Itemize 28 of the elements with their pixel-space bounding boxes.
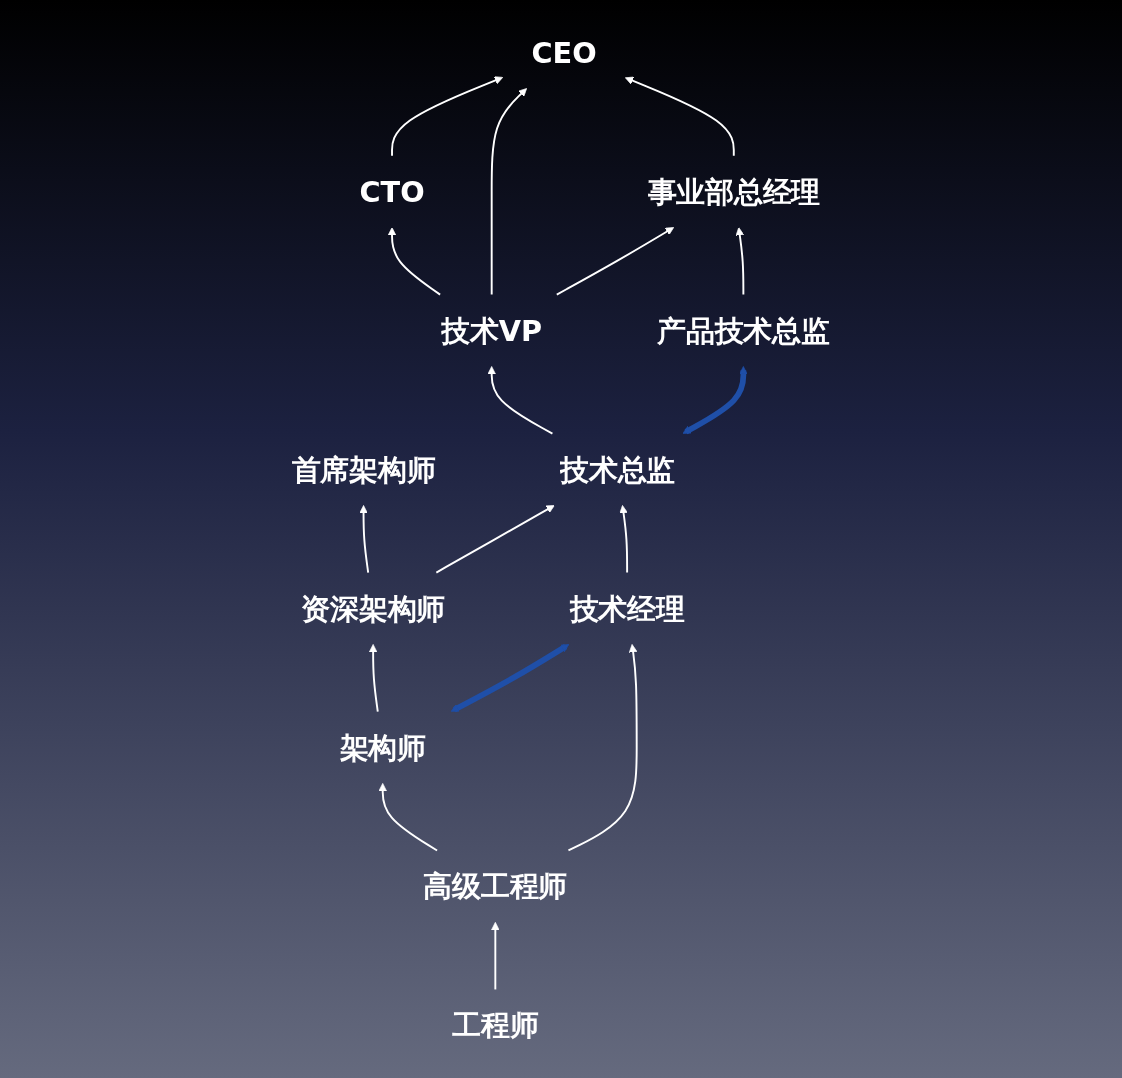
node-text: 工程师 xyxy=(452,1008,539,1043)
arrow xyxy=(378,783,439,852)
arrow xyxy=(619,505,629,574)
node-text: 技术经理 xyxy=(569,591,685,626)
arrow xyxy=(359,505,370,574)
arrow xyxy=(388,227,442,296)
arrow xyxy=(435,505,556,574)
arrow xyxy=(682,366,748,435)
node-text: CEO xyxy=(531,35,597,70)
node-text: 高级工程师 xyxy=(423,869,568,904)
arrow xyxy=(451,644,570,713)
arrow xyxy=(369,644,380,713)
arrow xyxy=(491,88,528,296)
node-text: 首席架构师 xyxy=(292,452,436,487)
node-text: 产品技术总监 xyxy=(657,313,830,348)
node-text: 架构师 xyxy=(339,730,427,765)
node-text: 事业部总经理 xyxy=(647,174,821,209)
arrow xyxy=(567,644,638,852)
arrow xyxy=(491,922,500,991)
arrow xyxy=(391,76,504,157)
arrow xyxy=(625,76,736,157)
node-text: CTO xyxy=(359,174,425,209)
arrow xyxy=(487,366,554,435)
node-text: 技术总监 xyxy=(560,452,676,487)
node-text: 资深架构师 xyxy=(301,591,446,626)
arrow xyxy=(556,227,675,296)
arrow xyxy=(735,227,745,296)
node-text: 技术VP xyxy=(441,313,543,348)
